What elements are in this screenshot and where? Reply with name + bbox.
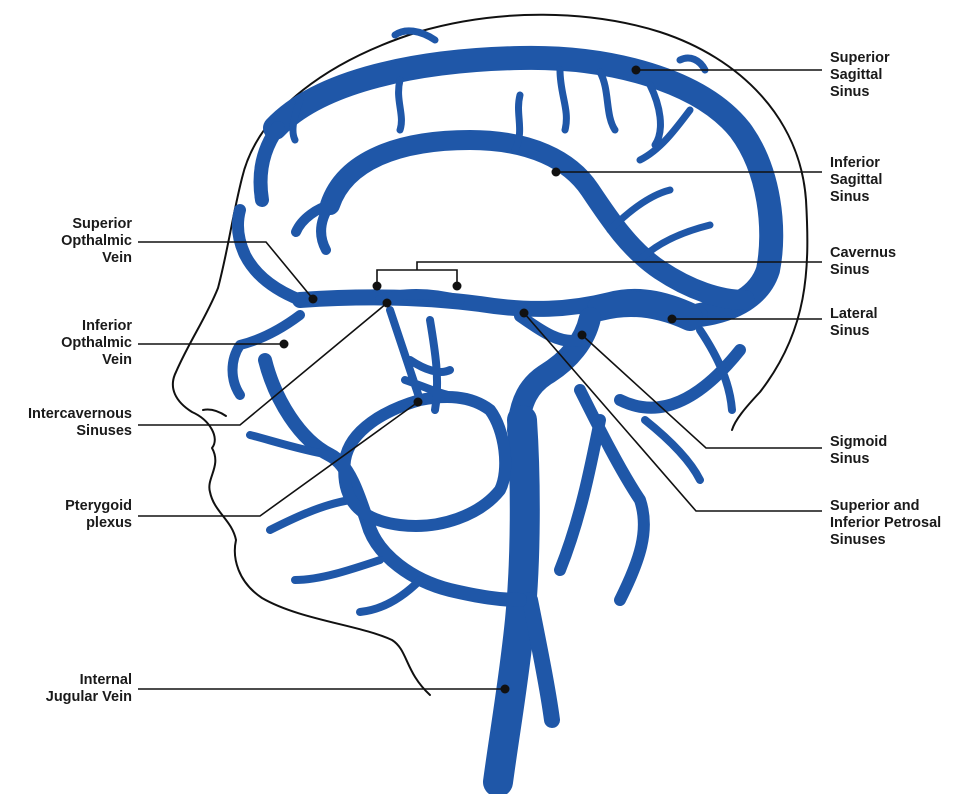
vein-network [233, 31, 772, 782]
label-line: Sigmoid [830, 434, 887, 451]
label-sigmoid-sinus: Sigmoid Sinus [830, 434, 887, 468]
pointer-cavernus-1 [373, 282, 382, 291]
superior-opthalmic-vessel [238, 210, 300, 300]
label-line: Sinus [830, 84, 890, 101]
label-line: Jugular Vein [46, 689, 132, 706]
label-line: plexus [65, 515, 132, 532]
pointer-superior-opthalmic [309, 295, 318, 304]
inferior-sagittal-sinus-vessel [330, 140, 745, 300]
pointer-inferior-opthalmic [280, 340, 289, 349]
leader-cavernus [377, 270, 457, 286]
label-lateral-sinus: Lateral Sinus [830, 306, 878, 340]
jugular-split [530, 600, 552, 720]
label-line: Vein [61, 250, 132, 267]
pointer-superior-sagittal [632, 66, 641, 75]
pointer-petrosal [520, 309, 529, 318]
facial-vein [265, 360, 520, 600]
label-line: Sagittal [830, 172, 882, 189]
pointer-lateral [668, 315, 677, 324]
superior-sagittal-sinus-taper [261, 128, 278, 200]
pointer-internal-jugular [501, 685, 510, 694]
label-line: Superior [830, 50, 890, 67]
label-line: Sinus [830, 323, 878, 340]
label-line: Sinus [830, 451, 887, 468]
nostril-mark [203, 409, 226, 416]
pointer-sigmoid [578, 331, 587, 340]
pointer-cavernus-2 [453, 282, 462, 291]
pointer-inferior-sagittal [552, 168, 561, 177]
inferior-sagittal-sinus-branch [296, 205, 330, 250]
label-line: Opthalmic [61, 335, 132, 352]
label-line: Internal [46, 672, 132, 689]
label-cavernus-sinus: Cavernus Sinus [830, 245, 896, 279]
label-line: Sinuses [28, 423, 132, 440]
label-superior-sagittal-sinus: Superior Sagittal Sinus [830, 50, 890, 101]
label-line: Inferior [61, 318, 132, 335]
label-line: Opthalmic [61, 233, 132, 250]
label-inferior-opthalmic-vein: Inferior Opthalmic Vein [61, 318, 132, 369]
label-line: Inferior [830, 155, 882, 172]
label-inferior-sagittal-sinus: Inferior Sagittal Sinus [830, 155, 882, 206]
label-line: Pterygoid [65, 498, 132, 515]
label-internal-jugular-vein: Internal Jugular Vein [46, 672, 132, 706]
label-line: Sinuses [830, 532, 941, 549]
label-line: Inferior Petrosal [830, 515, 941, 532]
external-jugular-vessels [560, 350, 740, 600]
label-line: Sinus [830, 189, 882, 206]
label-line: Cavernus [830, 245, 896, 262]
label-line: Lateral [830, 306, 878, 323]
label-petrosal-sinuses: Superior and Inferior Petrosal Sinuses [830, 498, 941, 549]
lateral-sinus-bulge [600, 304, 690, 318]
label-line: Intercavernous [28, 406, 132, 423]
label-superior-opthalmic-vein: Superior Opthalmic Vein [61, 216, 132, 267]
label-line: Superior and [830, 498, 941, 515]
label-line: Sinus [830, 262, 896, 279]
label-line: Superior [61, 216, 132, 233]
label-line: Vein [61, 352, 132, 369]
label-pterygoid-plexus: Pterygoid plexus [65, 498, 132, 532]
pointer-pterygoid [414, 398, 423, 407]
label-intercavernous-sinuses: Intercavernous Sinuses [28, 406, 132, 440]
pterygoid-plexus-mesh [390, 310, 450, 410]
label-line: Sagittal [830, 67, 890, 84]
pointer-intercavernous [383, 299, 392, 308]
